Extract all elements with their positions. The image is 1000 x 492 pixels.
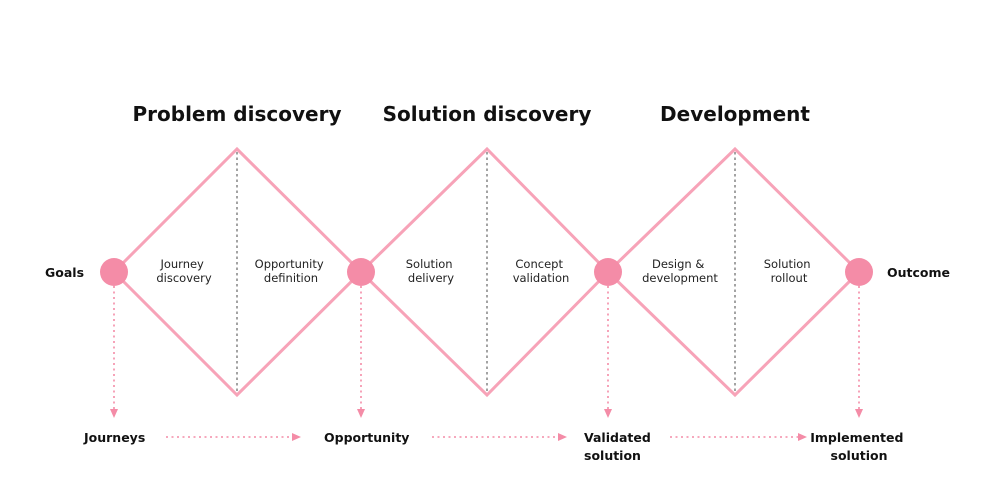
step-label-design-development: Design & development [642,257,718,285]
endpoint-label-goals: Goals [45,265,84,280]
milestone-label-opportunity: Opportunity [324,430,409,445]
endpoint-label-outcome: Outcome [887,265,950,280]
step-label-solution-delivery: Solution delivery [406,257,457,285]
phase-title-problem-discovery: Problem discovery [133,102,342,126]
milestone-label-implemented-solution: Implemented solution [810,430,908,463]
node-solution-to-development [594,258,622,286]
step-label-concept-validation: Concept validation [513,257,570,285]
step-label-journey-discovery: Journey discovery [156,257,211,285]
node-problem-to-solution [347,258,375,286]
step-label-opportunity-definition: Opportunity definition [255,257,328,285]
diamond-solution-discovery [358,146,611,398]
milestone-label-journeys: Journeys [83,430,145,445]
milestone-label-validated-solution: Validated solution [584,430,655,463]
phase-title-development: Development [660,102,810,126]
node-outcome [845,258,873,286]
phase-title-solution-discovery: Solution discovery [383,102,592,126]
step-label-solution-rollout: Solution rollout [764,257,815,285]
node-goals [100,258,128,286]
